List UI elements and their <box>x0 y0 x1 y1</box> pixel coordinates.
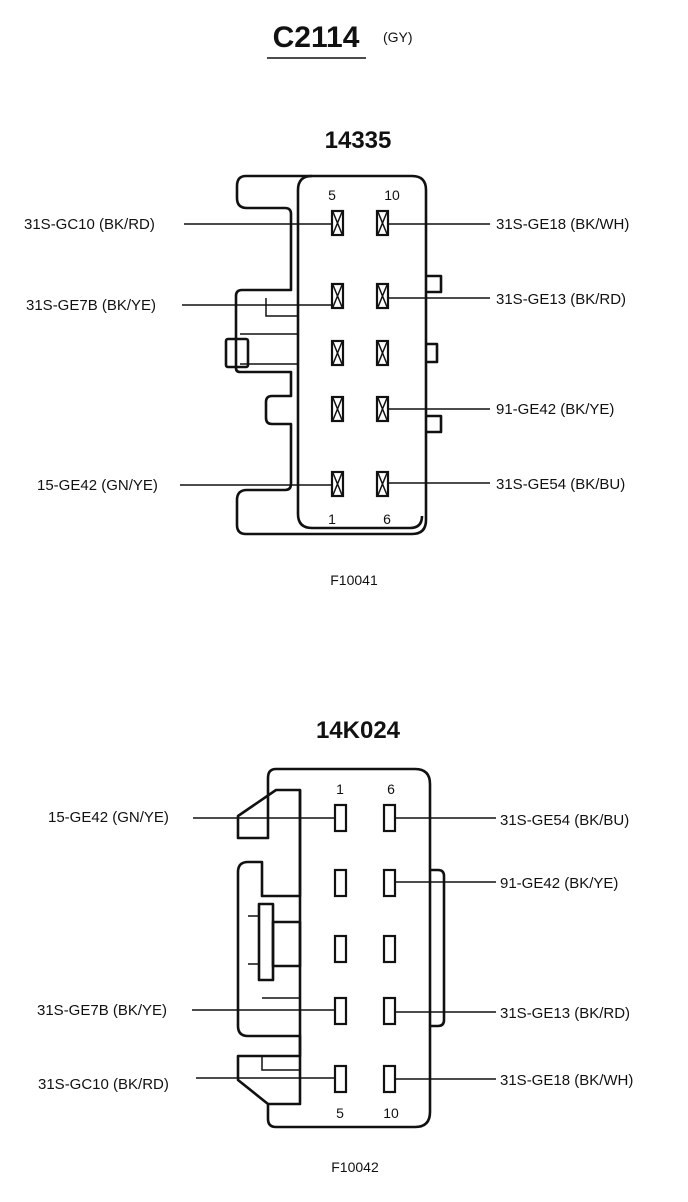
connector-a-latch-tab <box>224 337 250 369</box>
connector-b-right-rail <box>430 868 446 1028</box>
connector-b-inner-outline <box>268 790 302 1106</box>
pin-number-6: 6 <box>383 511 391 527</box>
connector-b: 14K024 1 6 5 10 <box>37 717 633 1175</box>
connector-b-latch-arm <box>248 915 260 965</box>
wire-label-pin6: 31S-GE54 (BK/BU) <box>496 476 625 493</box>
wire-label-pin7: 91-GE42 (BK/YE) <box>500 875 618 892</box>
pin-cavity-2 <box>333 868 348 898</box>
pin-cavity-5 <box>333 1064 348 1094</box>
pin-cavity-6 <box>382 803 397 833</box>
pin-number-5: 5 <box>328 187 336 203</box>
connector-id: C2114 <box>273 21 360 54</box>
pin-cavity-3 <box>330 339 345 367</box>
connector-b-part-number: 14K024 <box>316 717 401 744</box>
wire-label-pin7: 91-GE42 (BK/YE) <box>496 401 614 418</box>
connector-b-latch-body <box>271 920 302 968</box>
connector-a-inner-outline <box>296 174 424 530</box>
pin-number-1: 1 <box>336 781 344 797</box>
connector-b-latch-detail <box>261 997 300 1071</box>
pin-cavity-6 <box>375 470 390 498</box>
pin-number-1: 1 <box>328 511 336 527</box>
connector-a-right-tab-upper <box>426 274 443 294</box>
connector-a: 14335 5 10 1 6 <box>24 127 629 588</box>
wire-label-pin5: 31S-GC10 (BK/RD) <box>24 216 155 233</box>
pin-number-10: 10 <box>384 187 400 203</box>
pin-cavity-9 <box>382 996 397 1026</box>
pin-cavity-10 <box>375 209 390 237</box>
connector-a-latch-detail <box>240 298 298 365</box>
pin-number-5: 5 <box>336 1105 344 1121</box>
pin-cavity-9 <box>375 282 390 310</box>
wire-label-pin10: 31S-GE18 (BK/WH) <box>500 1072 633 1089</box>
pin-cavity-4 <box>330 282 345 310</box>
pin-cavity-2 <box>330 395 345 423</box>
pin-cavity-7 <box>382 868 397 898</box>
pin-number-10: 10 <box>383 1105 399 1121</box>
connector-a-part-number: 14335 <box>325 127 392 154</box>
wire-label-pin1: 15-GE42 (GN/YE) <box>37 477 158 494</box>
pin-cavity-8 <box>382 934 397 964</box>
connector-b-pins <box>333 803 397 1094</box>
color-code: (GY) <box>383 29 413 45</box>
pin-cavity-8 <box>375 339 390 367</box>
wire-label-pin6: 31S-GE54 (BK/BU) <box>500 812 629 829</box>
wire-label-pin10: 31S-GE18 (BK/WH) <box>496 216 629 233</box>
connector-a-right-tab-lower <box>426 414 443 434</box>
wire-label-pin4: 31S-GE7B (BK/YE) <box>37 1002 167 1019</box>
connector-b-figure-code: F10042 <box>331 1159 379 1175</box>
connector-b-latch-block <box>257 902 275 982</box>
pin-cavity-4 <box>333 996 348 1026</box>
pin-cavity-1 <box>330 470 345 498</box>
connector-a-figure-code: F10041 <box>330 572 378 588</box>
wire-label-pin1: 15-GE42 (GN/YE) <box>48 809 169 826</box>
pin-cavity-10 <box>382 1064 397 1094</box>
pin-cavity-1 <box>333 803 348 833</box>
wire-label-pin4: 31S-GE7B (BK/YE) <box>26 297 156 314</box>
connector-b-housing-outline <box>236 767 432 1129</box>
connector-a-pins <box>330 209 390 498</box>
pin-number-6: 6 <box>387 781 395 797</box>
pin-cavity-3 <box>333 934 348 964</box>
pin-cavity-7 <box>375 395 390 423</box>
wire-label-pin9: 31S-GE13 (BK/RD) <box>500 1005 630 1022</box>
wire-label-pin5: 31S-GC10 (BK/RD) <box>38 1076 169 1093</box>
connector-a-housing-outline <box>234 174 428 536</box>
pin-cavity-5 <box>330 209 345 237</box>
connector-a-right-tab-middle <box>426 342 439 364</box>
wire-label-pin9: 31S-GE13 (BK/RD) <box>496 291 626 308</box>
